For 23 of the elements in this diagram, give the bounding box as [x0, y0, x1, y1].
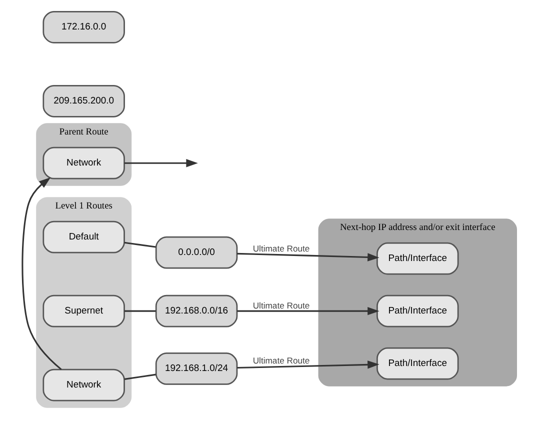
node-box: Network — [42, 368, 124, 402]
node-box: Default — [42, 220, 124, 254]
node-box: 172.16.0.0 — [42, 11, 124, 44]
node-box: Path/Interface — [376, 294, 458, 328]
edge-label: Ultimate Route — [252, 300, 310, 310]
node-box: Supernet — [42, 294, 124, 328]
edge-label: Ultimate Route — [252, 244, 310, 254]
arrow — [124, 159, 198, 168]
node-box: 0.0.0.0/0 — [154, 236, 238, 269]
arrow — [236, 306, 379, 316]
node-box: Path/Interface — [376, 242, 458, 275]
node-box: 192.168.0.0/16 — [154, 294, 238, 328]
connector — [124, 374, 156, 380]
node-box: 192.168.1.0/24 — [154, 352, 238, 385]
arrow — [236, 360, 379, 369]
arrow — [21, 177, 62, 370]
node-box: Network — [42, 146, 124, 180]
arrow — [236, 252, 379, 262]
node-box: 209.165.200.0 — [42, 85, 124, 118]
edge-label: Ultimate Route — [252, 356, 310, 366]
connector — [124, 310, 156, 312]
connector — [124, 242, 156, 248]
node-box: Path/Interface — [376, 347, 458, 380]
